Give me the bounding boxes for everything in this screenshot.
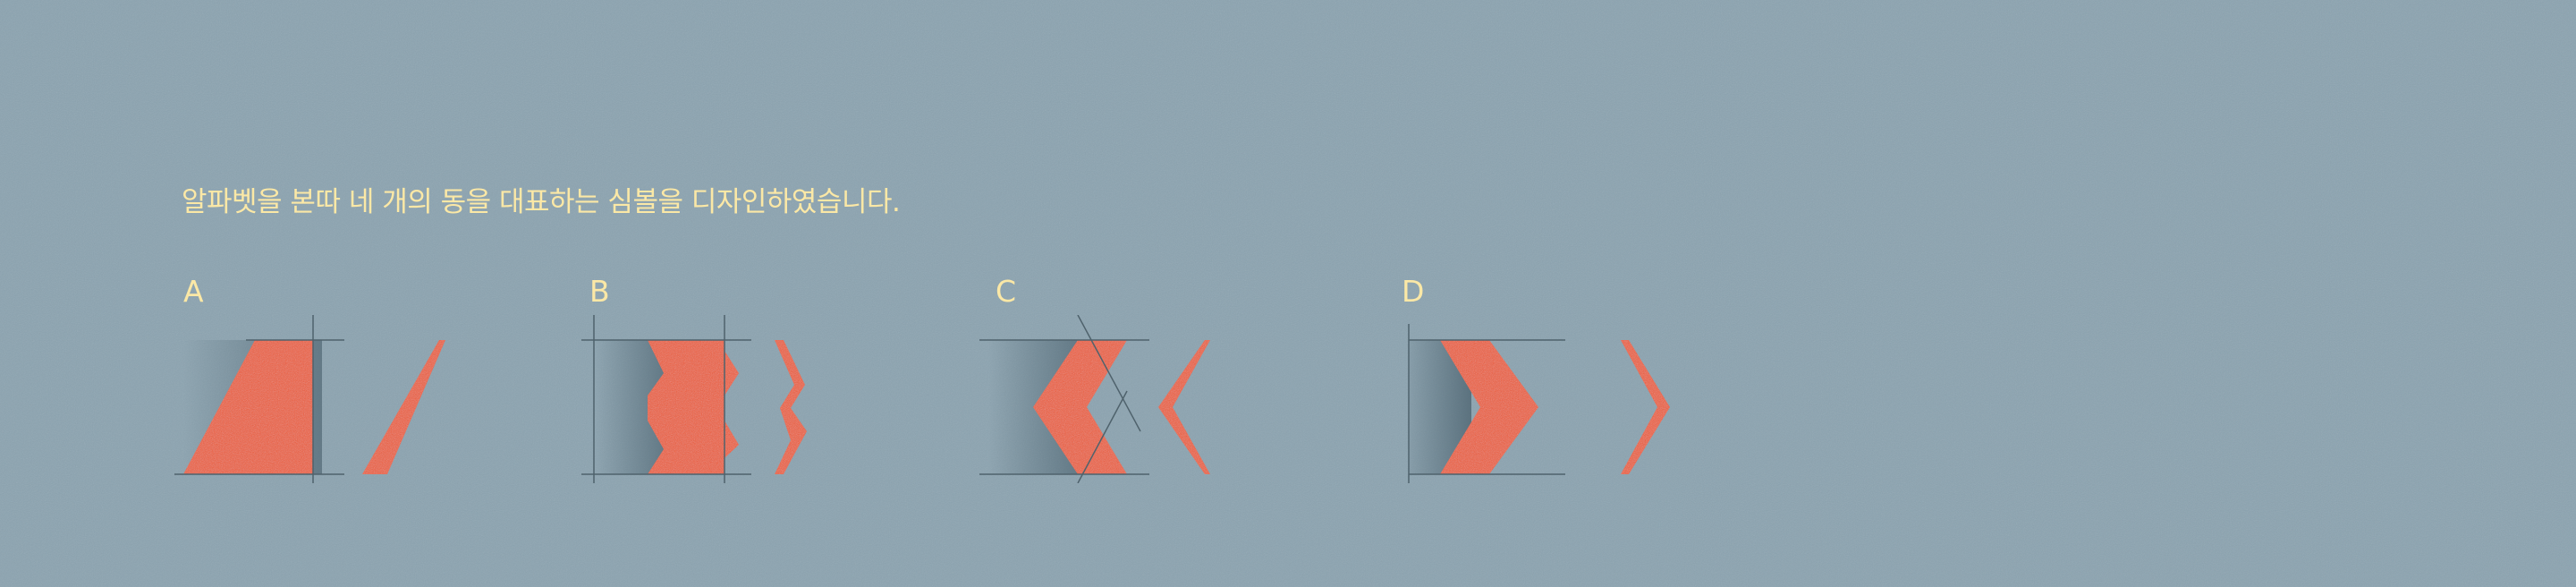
symbol-a-label: A [183,274,204,309]
symbol-c-shape [1033,340,1127,474]
symbol-d-guides [1408,324,1565,483]
symbol-d-label: D [1402,274,1425,309]
symbol-c-label: C [996,274,1017,309]
symbol-b-label: B [589,274,610,309]
symbol-a-shape [183,340,313,474]
symbol-b-mark [775,340,807,474]
intro-text: 알파벳을 본따 네 개의 동을 대표하는 심볼을 디자인하였습니다. [182,186,901,218]
symbol-a-mark [362,340,445,474]
symbol-c-mark [1158,340,1210,474]
symbol-a-graphic [174,315,445,483]
symbol-a-guides [174,315,344,483]
symbol-d-shape [1440,340,1538,474]
symbol-b-graphic [581,315,807,483]
symbol-d-mark [1621,340,1670,474]
symbol-c-graphic [979,315,1210,483]
symbol-b-shape [648,340,739,474]
symbol-d-graphic [1408,324,1670,483]
symbol-b-guides [581,315,751,483]
symbol-c-guides [979,315,1149,483]
